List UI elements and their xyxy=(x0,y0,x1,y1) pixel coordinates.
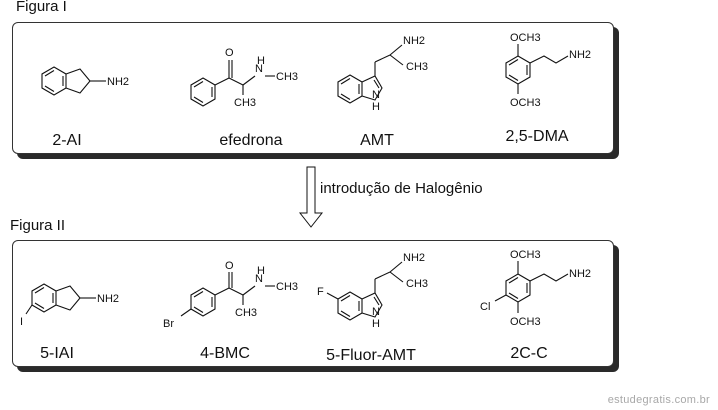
group-label: OCH3 xyxy=(510,32,541,44)
group-label: H xyxy=(257,55,265,67)
figura-2-panel xyxy=(12,240,614,367)
group-label: CH3 xyxy=(406,61,428,73)
group-label: N xyxy=(372,306,380,318)
molecule-label-4-bmc: 4-BMC xyxy=(200,345,250,362)
figura-2-title: Figura II xyxy=(10,217,66,234)
molecule-2-ai-structure: NH2 xyxy=(41,66,129,96)
group-label: CH3 xyxy=(406,278,428,290)
molecule-label-2-5-dma: 2,5-DMA xyxy=(505,128,569,145)
molecule-label-efedrona: efedrona xyxy=(219,132,283,149)
group-label: H xyxy=(257,265,265,277)
group-label: NH2 xyxy=(569,49,591,61)
molecule-label-amt: AMT xyxy=(360,132,394,149)
molecule-2c-c-structure: OCH3 NH2 Cl OCH3 xyxy=(480,249,591,328)
molecule-efedrona-structure: O N H CH3 CH3 xyxy=(190,47,298,109)
group-label: CH3 xyxy=(234,97,256,109)
group-label: NH2 xyxy=(403,252,425,264)
group-label: N xyxy=(255,63,263,75)
group-label: O xyxy=(225,260,234,272)
molecule-amt-structure: NH2 CH3 N H xyxy=(337,35,428,113)
molecule-4-bmc-structure: O N H CH3 Br CH3 xyxy=(163,260,298,330)
molecule-5-fluor-amt-structure: NH2 CH3 F N H xyxy=(317,252,428,330)
group-label: Br xyxy=(163,318,174,330)
group-label: OCH3 xyxy=(510,249,541,261)
molecule-label-5-fluor-amt: 5-Fluor-AMT xyxy=(326,347,416,364)
figura-1-panel xyxy=(12,22,614,154)
molecule-label-5-iai: 5-IAI xyxy=(40,345,74,362)
group-label: H xyxy=(372,101,380,113)
figura-1-title: Figura I xyxy=(16,0,67,15)
group-label: H xyxy=(372,318,380,330)
group-label: OCH3 xyxy=(510,97,541,109)
group-label: NH2 xyxy=(403,35,425,47)
group-label: CH3 xyxy=(235,307,257,319)
down-arrow-icon xyxy=(298,166,324,228)
molecule-label-2c-c: 2C-C xyxy=(510,345,548,362)
group-label: N xyxy=(255,273,263,285)
molecule-2-5-dma-structure: OCH3 NH2 OCH3 xyxy=(505,32,591,109)
group-label: N xyxy=(372,89,380,101)
group-label: OCH3 xyxy=(510,316,541,328)
watermark: estudegratis.com.br xyxy=(607,394,710,406)
molecule-label-2-ai: 2-AI xyxy=(52,132,82,149)
group-label: NH2 xyxy=(97,293,119,305)
group-label: I xyxy=(20,316,23,328)
group-label: F xyxy=(317,286,324,298)
group-label: CH3 xyxy=(276,281,298,293)
group-label: NH2 xyxy=(107,76,129,88)
group-label: O xyxy=(225,47,234,59)
group-label: NH2 xyxy=(569,268,591,280)
group-label: CH3 xyxy=(276,71,298,83)
group-label: Cl xyxy=(480,301,490,313)
molecule-5-iai-structure: I NH2 xyxy=(20,283,119,328)
arrow-label: introdução de Halogênio xyxy=(320,180,483,197)
